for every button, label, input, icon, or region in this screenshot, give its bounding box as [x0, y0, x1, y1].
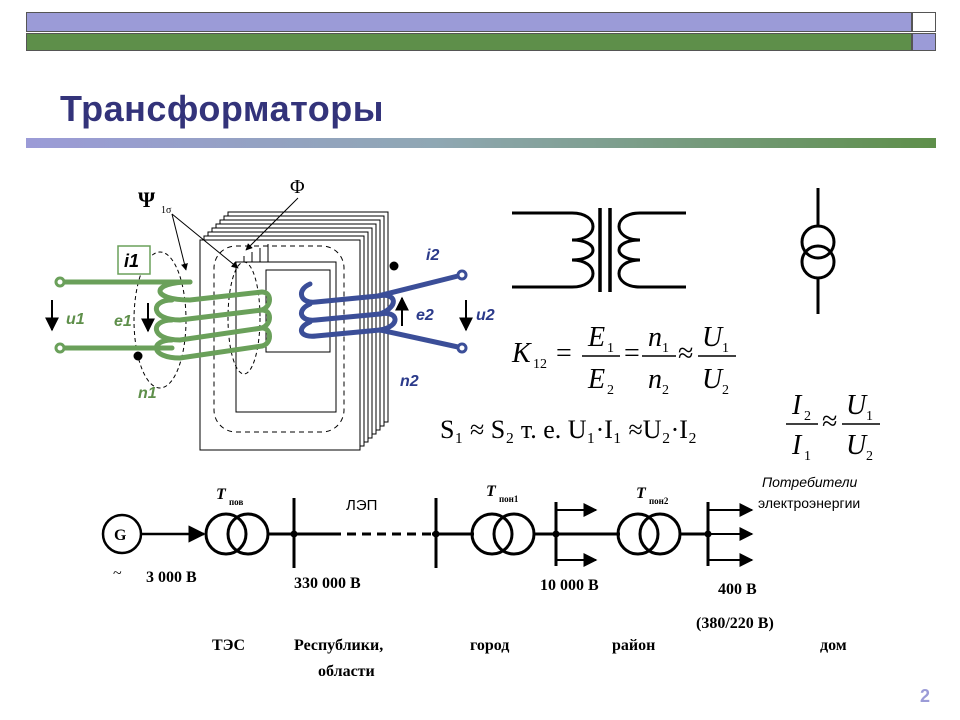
transformer-symbol-circles — [800, 188, 836, 314]
svg-text:2: 2 — [804, 409, 811, 424]
svg-text:1: 1 — [866, 409, 873, 424]
n1-label: n1 — [138, 385, 157, 402]
transformer-symbol-coils — [512, 208, 686, 292]
svg-text:≈: ≈ — [822, 406, 837, 437]
t-pon2-sub: пон2 — [649, 496, 669, 506]
svg-text:K: K — [511, 338, 532, 369]
ac-tilde: ~ — [113, 565, 122, 582]
phi-label: Φ — [290, 176, 305, 198]
generator-label: G — [114, 527, 127, 544]
t-pov-label: T — [216, 486, 227, 503]
svg-text:E: E — [587, 322, 605, 353]
svg-text:=: = — [624, 338, 640, 369]
svg-text:E: E — [587, 364, 605, 395]
place-republics: Республики, — [294, 637, 383, 654]
svg-text:1: 1 — [607, 341, 614, 356]
svg-text:2: 2 — [866, 449, 873, 464]
svg-text:12: 12 — [533, 357, 547, 372]
i1-label: i1 — [124, 251, 139, 271]
consumers-line2: электроэнергии — [758, 495, 860, 511]
svg-text:2: 2 — [607, 383, 614, 398]
power-formula: S₁ ≈ S₂ т. е. U₁·I₁ ≈U₂·I₂ — [440, 415, 697, 444]
polarity-dot-primary — [133, 351, 143, 361]
primary-winding — [54, 276, 272, 361]
place-regions: области — [318, 663, 375, 680]
u2-label: u2 — [476, 307, 495, 324]
e1-label: e1 — [114, 313, 132, 330]
svg-text:1: 1 — [722, 341, 729, 356]
t-pon1-label: T — [486, 483, 497, 500]
svg-text:I: I — [791, 430, 803, 461]
ratio-formula: K 12 = E 1 E 2 = n 1 n 2 ≈ U 1 U 2 — [511, 322, 736, 398]
svg-text:1: 1 — [804, 449, 811, 464]
consumers-line1: Потребители — [762, 474, 858, 490]
svg-text:U: U — [846, 430, 868, 461]
header-bar-box-2 — [912, 33, 936, 51]
n2-label: n2 — [400, 373, 419, 390]
secondary-winding — [299, 269, 468, 354]
place-district: район — [612, 637, 655, 654]
svg-text:2: 2 — [662, 383, 669, 398]
polarity-dot-secondary — [389, 261, 399, 271]
svg-text:n: n — [648, 364, 662, 395]
svg-text:U: U — [702, 322, 724, 353]
header-bar-purple — [26, 12, 912, 32]
psi-subscript: 1σ — [161, 205, 172, 216]
i1-label-box — [117, 245, 151, 275]
t-pon2-label: T — [636, 485, 647, 502]
title-underline — [26, 138, 936, 148]
svg-text:U: U — [846, 390, 868, 421]
header-bar-green — [26, 33, 912, 51]
svg-text:2: 2 — [722, 383, 729, 398]
power-grid-diagram — [101, 498, 754, 568]
i2-label: i2 — [426, 247, 439, 264]
svg-text:1: 1 — [662, 341, 669, 356]
svg-text:≈: ≈ — [678, 338, 693, 369]
u1-label: u1 — [66, 311, 85, 328]
voltage-10000: 10 000 В — [540, 577, 599, 594]
psi-label: Ψ — [138, 187, 156, 212]
svg-text:=: = — [556, 338, 572, 369]
svg-text:n: n — [648, 322, 662, 353]
voltage-400-note: (380/220 В) — [696, 615, 774, 632]
place-tes: ТЭС — [212, 637, 245, 654]
place-city: город — [470, 637, 509, 654]
svg-text:I: I — [791, 390, 803, 421]
lep-label: ЛЭП — [346, 497, 377, 514]
slide-title: Трансформаторы — [60, 88, 384, 129]
e2-label: e2 — [416, 307, 434, 324]
header-bar-box — [912, 12, 936, 32]
page-number: 2 — [920, 686, 931, 706]
t-pon1-sub: пон1 — [499, 494, 519, 504]
place-house: дом — [820, 637, 847, 654]
current-ratio-formula: I 2 I 1 ≈ U 1 U 2 — [786, 390, 880, 464]
t-pov-sub: пов — [229, 497, 243, 507]
voltage-3000: 3 000 В — [146, 569, 197, 586]
voltage-400: 400 В — [718, 581, 757, 598]
voltage-330000: 330 000 В — [294, 575, 361, 592]
svg-text:U: U — [702, 364, 724, 395]
